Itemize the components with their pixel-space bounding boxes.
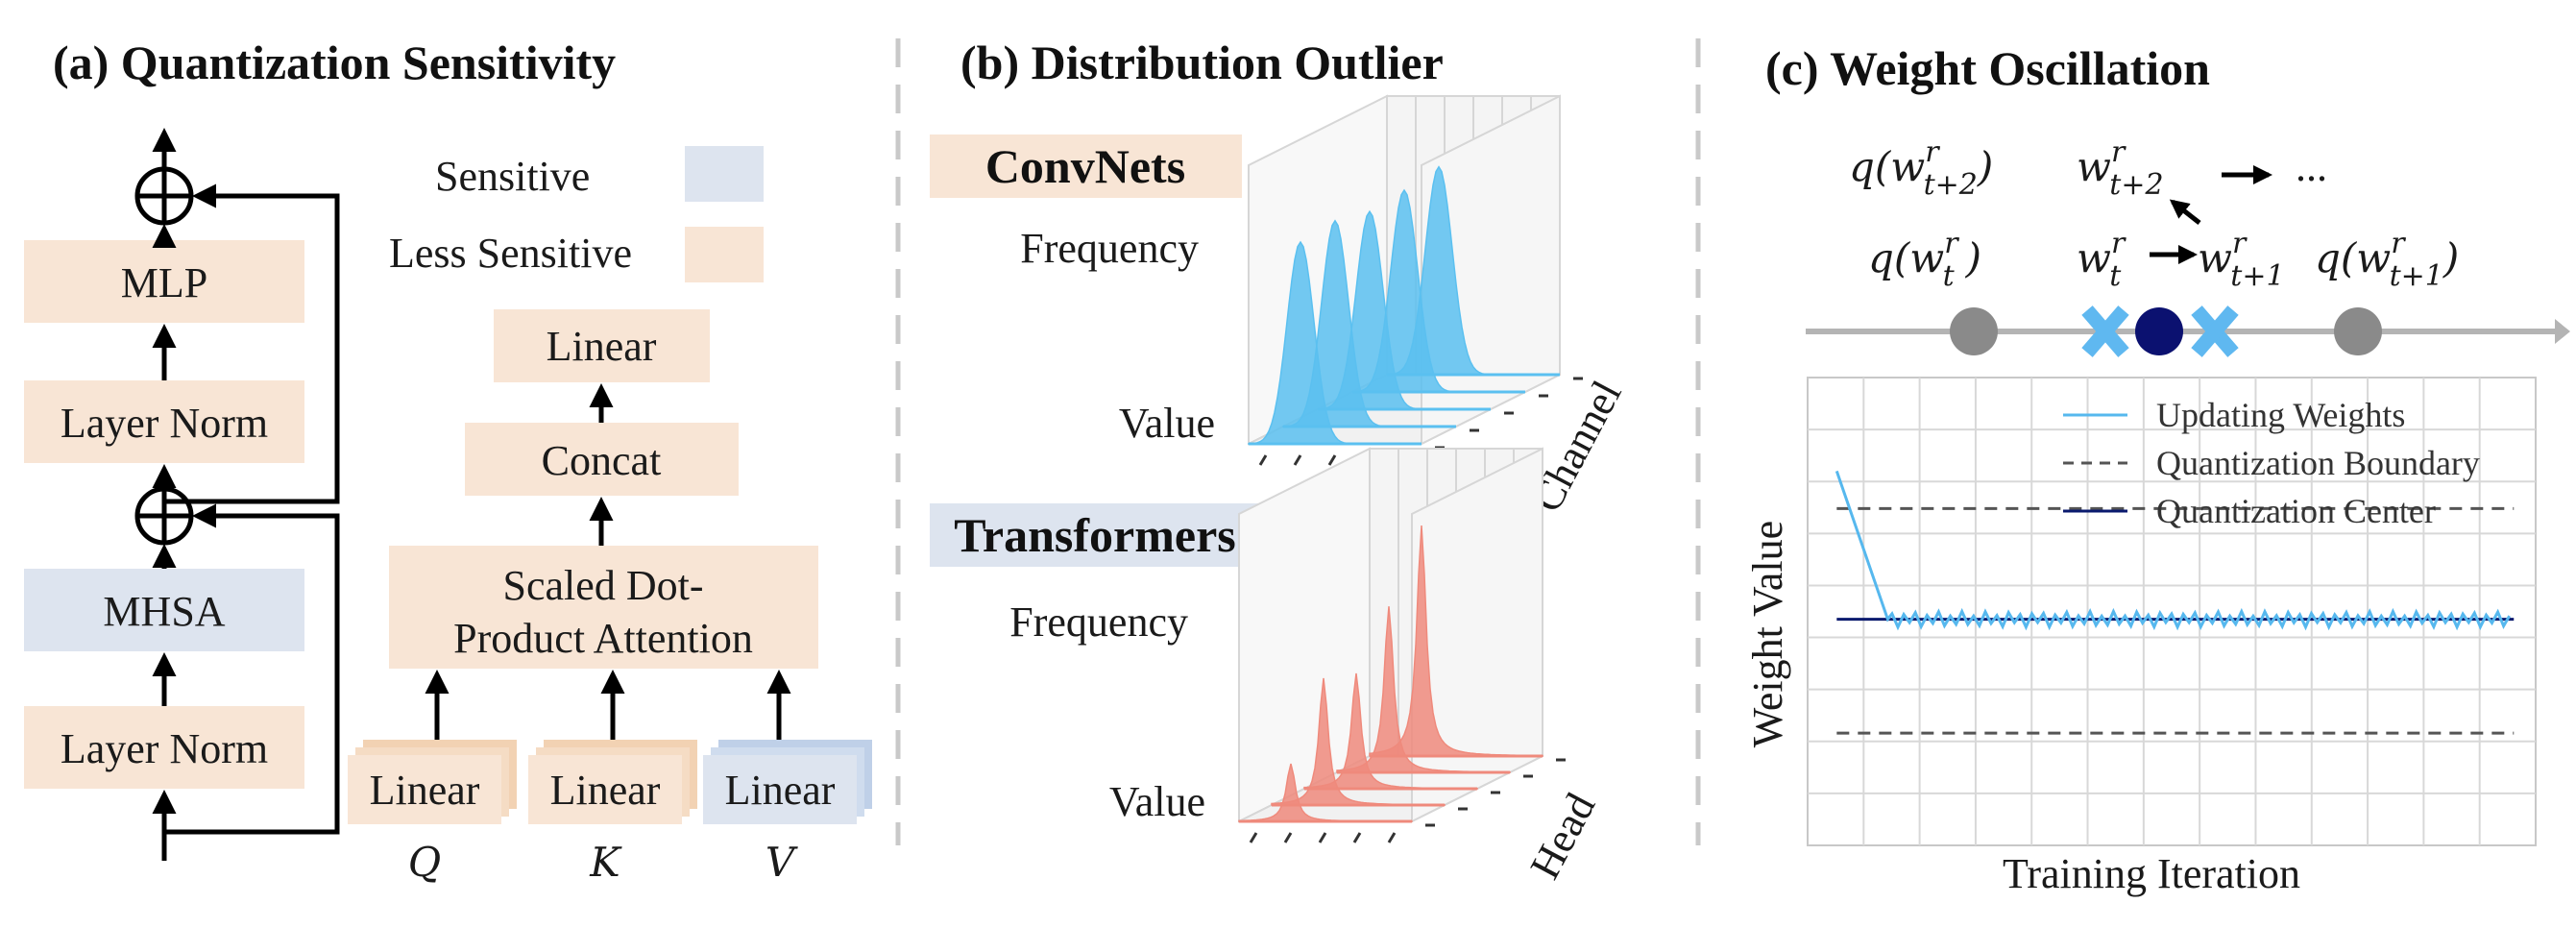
cross-marker-left-icon: [2081, 305, 2129, 357]
convnets-x-tick: [1327, 454, 1337, 466]
panel-c-title: (c) Weight Oscillation: [1765, 41, 2210, 95]
k-symbol: K: [589, 839, 622, 886]
convnets-x-tick: [1258, 454, 1268, 466]
cross-marker-right-icon: [2191, 305, 2239, 357]
linear-q-label: Linear: [370, 767, 480, 814]
transformers-right-wall: [1411, 447, 1543, 823]
transformers-x-tick: [1387, 832, 1397, 843]
transformers-x-tick: [1318, 832, 1327, 843]
concat-block: [465, 423, 739, 496]
legend-less-sensitive-label: Less Sensitive: [389, 230, 632, 277]
convnets-label-box: [930, 134, 1242, 198]
convnets-value-label: Value: [1119, 400, 1215, 447]
transformers-x-tick: [1249, 832, 1258, 843]
transformers-head-label: Head: [1521, 786, 1605, 887]
convnets-frequency-label: Frequency: [1020, 225, 1199, 272]
v-symbol: V: [766, 839, 798, 886]
number-line-arrowhead: [2555, 319, 2570, 344]
residual-add-top-icon: [134, 166, 194, 226]
sdpa-block: [389, 546, 818, 669]
linear-v-stack: [703, 740, 872, 824]
panel-b-title: (b) Distribution Outlier: [960, 36, 1444, 89]
linear-k-label: Linear: [550, 767, 661, 814]
convnets-label: ConvNets: [985, 139, 1185, 193]
linear-v-label: Linear: [725, 767, 836, 814]
linear-out-label: Linear: [547, 323, 657, 370]
label-ellipsis: ...: [2296, 143, 2327, 190]
convnets-3d-plot: [1248, 94, 1583, 466]
mhsa-block: [24, 569, 304, 651]
legend-center-label: Quantization Center: [2156, 492, 2436, 530]
layer-norm-bottom-block: [24, 706, 304, 789]
residual-add-bottom-icon: [134, 486, 194, 546]
legend-updating-label: Updating Weights: [2156, 396, 2405, 434]
legend-sensitive-swatch: [685, 146, 764, 202]
linear-out-block: [494, 309, 710, 382]
sdpa-label-line1: Scaled Dot-: [503, 562, 704, 609]
attention-connectors: [425, 383, 791, 745]
transformers-label: Transformers: [954, 508, 1235, 562]
updating-weights-line: [1835, 470, 2511, 631]
latent-weight-point: [2135, 307, 2183, 355]
chart-xlabel: Training Iteration: [2003, 850, 2300, 897]
linear-q-stack: [348, 740, 517, 824]
transformers-x-tick: [1283, 832, 1293, 843]
chart-ylabel: Weight Value: [1744, 521, 1791, 747]
quantized-point-t: [1950, 307, 1998, 355]
legend-sensitive-label: Sensitive: [435, 153, 590, 200]
linear-k-stack: [528, 740, 697, 824]
panel-b: (b) Distribution Outlier ConvNets Freque…: [930, 36, 1631, 887]
layer-norm-top-label: Layer Norm: [61, 400, 268, 447]
layer-norm-top-block: [24, 380, 304, 463]
q-symbol: Q: [408, 839, 441, 886]
arrow-wt1-to-wt2: [2169, 199, 2201, 225]
quantized-point-t1: [2334, 307, 2382, 355]
sdpa-label-line2: Product Attention: [453, 615, 753, 662]
mlp-label: MLP: [121, 259, 207, 306]
convnets-x-tick: [1293, 454, 1302, 466]
transformers-frequency-label: Frequency: [1009, 598, 1188, 646]
mlp-block: [24, 240, 304, 323]
mhsa-label: MHSA: [103, 588, 225, 635]
panel-a-title: (a) Quantization Sensitivity: [53, 36, 616, 89]
transformers-3d-plot: [1238, 447, 1566, 843]
legend-boundary-label: Quantization Boundary: [2156, 444, 2480, 482]
concat-label: Concat: [542, 437, 662, 484]
panel-a: (a) Quantization Sensitivity Sensitive L…: [24, 36, 872, 886]
transformers-value-label: Value: [1109, 778, 1205, 825]
legend-less-sensitive-swatch: [685, 227, 764, 282]
layer-norm-bottom-label: Layer Norm: [61, 725, 268, 772]
transformers-label-box: [930, 503, 1258, 567]
block-connectors: [152, 128, 340, 861]
transformers-x-tick: [1352, 832, 1362, 843]
oscillation-chart: [1807, 377, 2537, 846]
